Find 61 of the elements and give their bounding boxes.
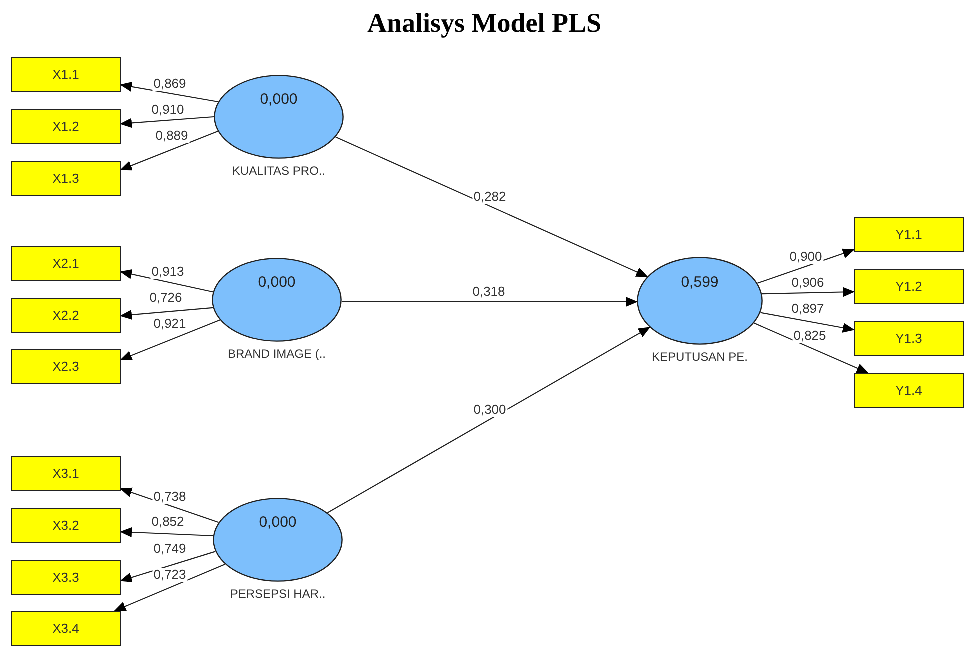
indicator-box: X3.1	[11, 456, 121, 491]
edge-label: 0,869	[152, 77, 188, 91]
indicator-box: X3.2	[11, 508, 121, 543]
construct-label: BRAND IMAGE (..	[228, 347, 326, 361]
path-arrow	[120, 527, 214, 538]
edge-label: 0,921	[152, 317, 188, 331]
edge-label: 0,897	[790, 302, 826, 316]
path-arrow	[762, 287, 855, 298]
path-arrow	[760, 312, 855, 333]
edge-label: 0,749	[152, 542, 188, 556]
path-arrow	[120, 269, 214, 293]
latent-variable-ellipse	[637, 257, 763, 345]
path-arrow	[120, 82, 218, 103]
indicator-box: X2.2	[11, 298, 121, 333]
construct-label: PERSEPSI HAR..	[230, 587, 326, 601]
path-arrow	[758, 248, 855, 284]
indicator-box: Y1.4	[854, 373, 964, 408]
edge-label: 0,852	[150, 515, 186, 529]
indicator-box: X1.3	[11, 161, 121, 196]
path-arrow	[327, 327, 651, 514]
path-arrow	[336, 136, 648, 278]
edge-label: 0,300	[472, 403, 508, 417]
edge-label: 0,738	[152, 490, 188, 504]
latent-variable-ellipse	[212, 258, 342, 342]
edge-label: 0,906	[790, 276, 826, 290]
edge-label: 0,910	[150, 103, 186, 117]
indicator-box: X3.3	[11, 560, 121, 595]
edge-label: 0,889	[154, 129, 190, 143]
indicator-box: X2.1	[11, 246, 121, 281]
edge-label: 0,825	[792, 329, 828, 343]
path-arrow	[120, 307, 214, 320]
construct-label: KUALITAS PRO..	[232, 164, 326, 178]
edge-label: 0,282	[472, 190, 508, 204]
path-arrow	[342, 297, 638, 307]
edge-label: 0,318	[472, 285, 506, 299]
indicator-box: X1.2	[11, 109, 121, 144]
indicator-box: X3.4	[11, 611, 121, 646]
latent-variable-ellipse	[214, 75, 344, 159]
diagram-title: Analisys Model PLS	[366, 8, 603, 39]
path-arrow	[114, 564, 226, 612]
indicator-box: Y1.1	[854, 217, 964, 252]
indicator-box: X2.3	[11, 349, 121, 384]
r-squared-value: 0,000	[260, 90, 298, 108]
path-arrow	[120, 320, 220, 361]
edge-label: 0,723	[152, 568, 188, 582]
path-arrow	[120, 488, 220, 524]
edge-label: 0,913	[150, 265, 186, 279]
edge-label: 0,726	[148, 291, 184, 305]
r-squared-value: 0,000	[258, 274, 296, 291]
r-squared-value: 0,000	[259, 514, 297, 531]
latent-variable-ellipse	[213, 498, 343, 582]
path-arrow	[120, 551, 216, 583]
indicator-box: Y1.3	[854, 321, 964, 356]
path-arrow	[120, 116, 214, 128]
indicator-box: Y1.2	[854, 269, 964, 304]
edge-label: 0,900	[788, 250, 824, 264]
path-arrow	[754, 322, 869, 374]
path-arrow	[120, 130, 218, 171]
construct-label: KEPUTUSAN PE.	[652, 350, 748, 364]
r-squared-value: 0,599	[681, 274, 719, 291]
indicator-box: X1.1	[11, 57, 121, 92]
